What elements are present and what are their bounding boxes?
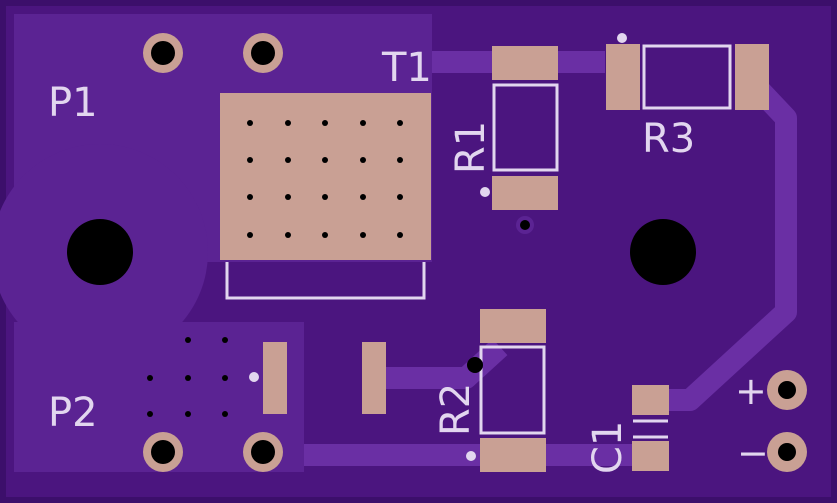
p2-via [222, 337, 228, 343]
p2-pad-right [362, 342, 386, 414]
c1-pad-top [632, 385, 669, 415]
p2-pin1-drill [151, 440, 175, 464]
t1-via [285, 157, 291, 163]
p2-via [185, 375, 191, 381]
label-minus: − [737, 431, 769, 475]
r3-pin1-dot [617, 33, 627, 43]
t1-via [360, 232, 366, 238]
t1-via [285, 120, 291, 126]
through-hole-pads [143, 33, 807, 472]
r2-outline [479, 345, 546, 435]
t1-via [322, 232, 328, 238]
label-r1: R1 [448, 121, 494, 174]
r1-pad-top [492, 46, 558, 80]
r2-pad-bottom [480, 438, 546, 472]
t1-via [397, 194, 403, 200]
label-t1: T1 [381, 45, 432, 91]
smd-pads [263, 44, 769, 472]
t1-via [360, 120, 366, 126]
r3-pad-left [606, 44, 640, 110]
label-p2: P2 [48, 390, 98, 436]
label-p1: P1 [48, 80, 98, 126]
via-r2 [467, 357, 483, 373]
r1-outline [492, 83, 559, 172]
r3-pad-right [735, 44, 769, 110]
trace-pad-r2 [386, 338, 508, 389]
p2-via [222, 375, 228, 381]
p2-via [185, 337, 191, 343]
t1-via [360, 194, 366, 200]
t1-via [247, 194, 253, 200]
t1-thermal-vias [247, 120, 403, 238]
via-r1-drill [520, 220, 530, 230]
t1-via [247, 232, 253, 238]
label-plus: + [735, 369, 767, 413]
trace-r3-c1 [668, 74, 797, 411]
t1-outline [225, 262, 426, 300]
t1-via [397, 120, 403, 126]
t1-via [285, 232, 291, 238]
p2-pad-left [263, 342, 287, 414]
mounting-hole-left [67, 219, 133, 285]
p1-pin2-drill [251, 41, 275, 65]
p2-pin1-dot [249, 372, 259, 382]
pin1-markers [249, 33, 627, 461]
t1-via [360, 157, 366, 163]
p2-via [222, 411, 228, 417]
t1-via [322, 194, 328, 200]
r1-pad-bottom [492, 176, 558, 210]
t1-via [397, 157, 403, 163]
t1-via [285, 194, 291, 200]
p2-pin2-drill [251, 440, 275, 464]
t1-via [397, 232, 403, 238]
r3-outline [642, 44, 732, 110]
t1-via [322, 157, 328, 163]
p2-via [147, 375, 153, 381]
label-c1: C1 [585, 421, 631, 474]
mounting-hole-right [630, 219, 696, 285]
vias [467, 216, 534, 373]
silkscreen [225, 44, 732, 439]
r1-pin1-dot [480, 187, 490, 197]
t1-via [247, 120, 253, 126]
label-r2: R2 [433, 383, 479, 436]
p2-via [185, 411, 191, 417]
plus-terminal-drill [778, 381, 796, 399]
copper-pour-p2 [14, 322, 304, 472]
t1-via [247, 157, 253, 163]
p2-vias [147, 337, 228, 417]
c1-pad-bottom [632, 441, 669, 471]
r2-pin1-dot [466, 451, 476, 461]
t1-via [322, 120, 328, 126]
p1-pin1-drill [151, 41, 175, 65]
label-r3: R3 [642, 116, 695, 162]
r2-pad-top [480, 309, 546, 343]
minus-terminal-drill [778, 443, 796, 461]
p2-via [147, 411, 153, 417]
